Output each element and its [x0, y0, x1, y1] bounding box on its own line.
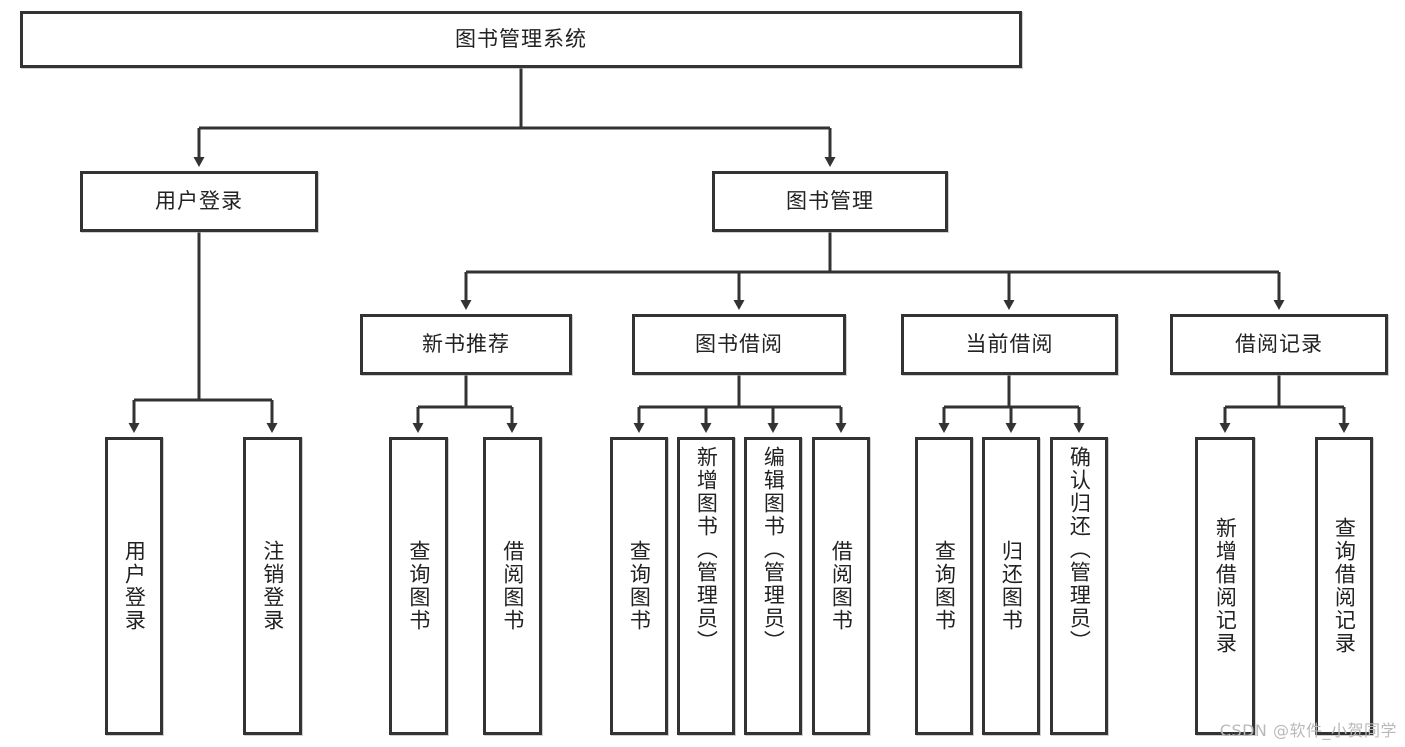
leaf-label: 借阅图书: [500, 540, 525, 632]
leaf-label: 查询图书: [406, 540, 431, 632]
leaf-label: 新增借阅记录: [1213, 517, 1238, 655]
leaf-label: 查询图书: [627, 540, 652, 632]
node-leaf-confirm-return[interactable]: 确认归还（管理员）: [1050, 437, 1108, 735]
node-leaf-logout[interactable]: 注销登录: [243, 437, 302, 735]
node-leaf-borrow-book[interactable]: 借阅图书: [812, 437, 870, 735]
node-leaf-query-book-cur[interactable]: 查询图书: [915, 437, 973, 735]
node-leaf-return-book[interactable]: 归还图书: [982, 437, 1040, 735]
node-leaf-edit-book[interactable]: 编辑图书（管理员）: [744, 437, 802, 735]
leaf-label: 归还图书: [999, 540, 1024, 632]
leaf-label: 查询借阅记录: [1332, 517, 1357, 655]
node-root[interactable]: 图书管理系统: [20, 11, 1022, 68]
node-leaf-add-book[interactable]: 新增图书（管理员）: [677, 437, 735, 735]
node-book-borrow[interactable]: 图书借阅: [632, 314, 846, 375]
node-leaf-query-book-borrow[interactable]: 查询图书: [610, 437, 668, 735]
node-leaf-query-book-rec[interactable]: 查询图书: [389, 437, 448, 735]
node-leaf-borrow-book-rec[interactable]: 借阅图书: [483, 437, 542, 735]
leaf-label: 编辑图书（管理员）: [761, 446, 786, 653]
node-book-manage[interactable]: 图书管理: [712, 171, 948, 232]
leaf-label: 查询图书: [932, 540, 957, 632]
node-leaf-add-record[interactable]: 新增借阅记录: [1195, 437, 1255, 735]
node-current-borrow[interactable]: 当前借阅: [901, 314, 1118, 375]
node-leaf-user-login[interactable]: 用户登录: [105, 437, 163, 735]
csdn-watermark: CSDN @软件_小贺同学: [1219, 721, 1397, 740]
node-borrow-record[interactable]: 借阅记录: [1170, 314, 1388, 375]
leaf-label: 确认归还（管理员）: [1067, 446, 1092, 653]
leaf-label: 用户登录: [122, 540, 147, 632]
node-user-login[interactable]: 用户登录: [80, 171, 318, 232]
leaf-label: 注销登录: [260, 540, 285, 632]
node-leaf-query-record[interactable]: 查询借阅记录: [1315, 437, 1373, 735]
leaf-label: 新增图书（管理员）: [694, 446, 719, 653]
leaf-label: 借阅图书: [829, 540, 854, 632]
node-new-book-rec[interactable]: 新书推荐: [360, 314, 572, 375]
